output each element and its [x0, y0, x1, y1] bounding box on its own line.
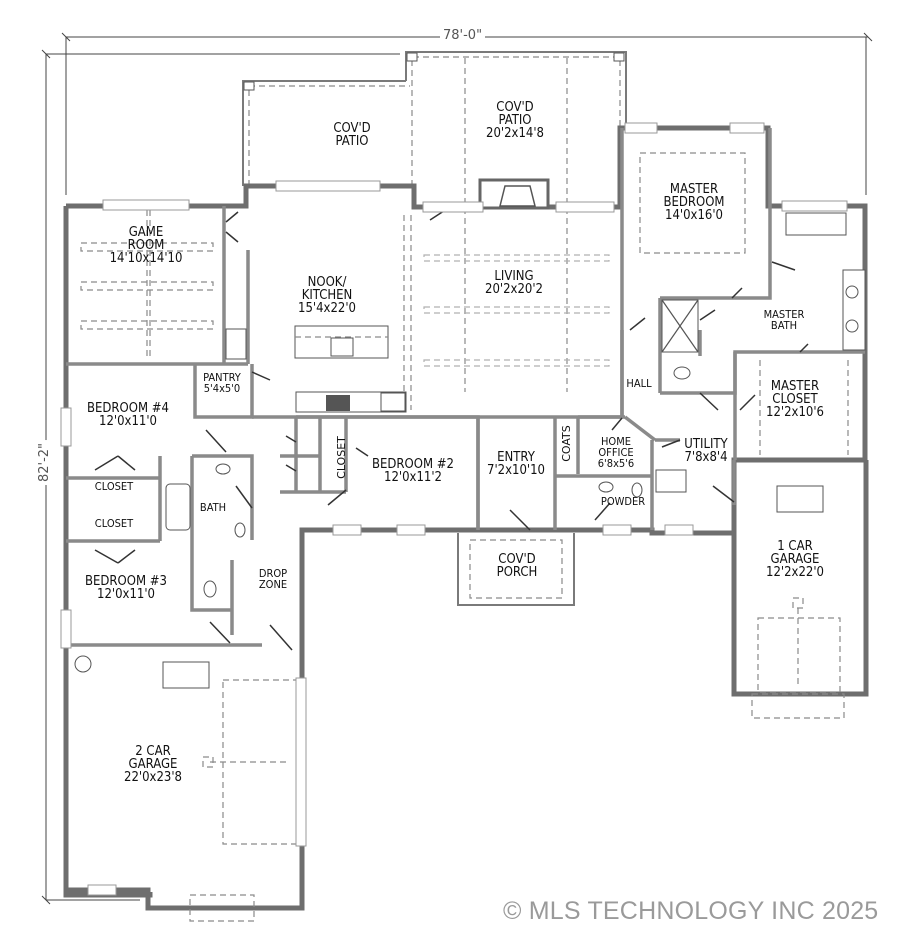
covered-patio-left-outline — [242, 80, 410, 186]
room-size: 12'0x11'0 — [99, 414, 157, 429]
ceiling-dashes — [80, 152, 849, 455]
covered-porch-outline — [457, 533, 575, 606]
room-name: ZONE — [258, 578, 288, 591]
room-name: 2 CAR — [135, 744, 171, 759]
room-name: MASTER — [669, 182, 719, 197]
room-name: PATIO — [498, 113, 532, 128]
room-size: 5'4x5'0 — [203, 382, 241, 395]
room-name: 1 CAR — [777, 539, 813, 554]
room-size: 22'0x23'8 — [124, 770, 182, 785]
room-size: 15'4x22'0 — [298, 301, 356, 316]
windows — [60, 122, 848, 896]
room-nook-kitchen: NOOK/ KITCHEN 15'4x22'0 — [298, 276, 356, 315]
room-size: 14'0x16'0 — [665, 208, 723, 223]
room-name: MASTER — [763, 308, 805, 321]
room-size: 14'10x14'10 — [109, 251, 183, 266]
room-size: 12'2x22'0 — [766, 565, 824, 580]
room-coats: COATS — [559, 425, 573, 462]
room-covd-patio-left: COV'D PATIO — [333, 122, 370, 148]
room-name: DROP — [258, 567, 288, 580]
room-drop-zone: DROP ZONE — [259, 568, 287, 590]
room-size: 20'2x20'2 — [485, 282, 543, 297]
room-name: COV'D — [496, 100, 534, 115]
room-size: 12'2x10'6 — [766, 405, 824, 420]
interior-walls — [66, 128, 865, 647]
room-game-room: GAME ROOM 14'10x14'10 — [110, 226, 183, 265]
room-bath: BATH — [200, 502, 226, 513]
garage-1car-features — [751, 485, 845, 719]
room-size: 20'2x14'8 — [486, 126, 544, 141]
room-name: NOOK/ — [307, 275, 347, 290]
bath-fixtures — [165, 463, 687, 598]
room-name: ROOM — [127, 238, 165, 253]
garage-2car-features — [74, 655, 307, 922]
depth-dimension-label: 82'-2" — [37, 439, 53, 486]
room-powder: POWDER — [601, 496, 645, 507]
room-name: MASTER — [770, 379, 820, 394]
room-covd-patio-main: COV'D PATIO 20'2x14'8 — [486, 101, 544, 140]
room-closet-2: CLOSET — [95, 518, 133, 529]
room-name: PORCH — [496, 565, 538, 580]
room-name: HOME — [600, 435, 632, 448]
room-name: BATH — [199, 501, 227, 514]
room-closet-1: CLOSET — [95, 481, 133, 492]
kitchen-island — [294, 325, 407, 413]
master-bath-fixtures — [661, 212, 866, 380]
room-master-bath: MASTER BATH — [764, 309, 805, 331]
room-name: LIVING — [494, 269, 534, 284]
room-name: BATH — [770, 319, 798, 332]
room-name: POWDER — [600, 495, 646, 508]
room-utility: UTILITY 7'8x8'4 — [684, 438, 727, 464]
room-size: 7'8x8'4 — [684, 450, 728, 465]
room-name: GARAGE — [770, 552, 820, 567]
room-closet-bedroom-2: CLOSET — [334, 436, 348, 479]
room-entry: ENTRY 7'2x10'10 — [487, 451, 545, 477]
room-size: 12'0x11'2 — [384, 470, 442, 485]
room-garage-1car: 1 CAR GARAGE 12'2x22'0 — [766, 540, 824, 579]
room-name: BEDROOM — [663, 195, 725, 210]
room-name: HALL — [626, 377, 652, 390]
room-name: COV'D — [498, 552, 536, 567]
room-name: CLOSET — [94, 517, 134, 530]
room-pantry: PANTRY 5'4x5'0 — [203, 372, 241, 394]
room-name: PATIO — [335, 134, 369, 149]
room-name: CLOSET — [94, 480, 134, 493]
room-master-bedroom: MASTER BEDROOM 14'0x16'0 — [663, 183, 724, 222]
room-name: ENTRY — [497, 450, 535, 465]
room-bedroom-2: BEDROOM #2 12'0x11'2 — [372, 458, 454, 484]
covered-patio-main-outline — [405, 51, 627, 392]
room-name: GARAGE — [128, 757, 178, 772]
room-name: KITCHEN — [301, 288, 353, 303]
room-home-office: HOME OFFICE 6'8x5'6 — [598, 436, 634, 469]
exterior-walls — [63, 125, 869, 911]
room-size: 6'8x5'6 — [597, 457, 635, 470]
room-name: BEDROOM #4 — [87, 401, 169, 416]
room-name: OFFICE — [598, 446, 634, 459]
room-name: UTILITY — [684, 437, 728, 452]
room-name: CLOSET — [772, 392, 818, 407]
room-name: BEDROOM #3 — [85, 574, 167, 589]
copyright-watermark: © MLS TECHNOLOGY INC 2025 — [503, 897, 879, 925]
room-bedroom-4: BEDROOM #4 12'0x11'0 — [87, 402, 169, 428]
room-hall: HALL — [626, 378, 651, 389]
room-master-closet: MASTER CLOSET 12'2x10'6 — [766, 380, 824, 419]
room-size: 7'2x10'10 — [487, 463, 545, 478]
room-name: COV'D — [333, 121, 371, 136]
doors — [94, 211, 809, 651]
width-dimension-label: 78'-0" — [440, 28, 486, 43]
room-covd-porch: COV'D PORCH — [497, 553, 538, 579]
room-name: BEDROOM #2 — [372, 457, 454, 472]
room-garage-2car: 2 CAR GARAGE 22'0x23'8 — [124, 745, 182, 784]
room-name: GAME — [128, 225, 164, 240]
fireplace — [429, 178, 550, 221]
room-living: LIVING 20'2x20'2 — [485, 270, 543, 296]
room-bedroom-3: BEDROOM #3 12'0x11'0 — [85, 575, 167, 601]
room-name: PANTRY — [203, 371, 241, 384]
room-size: 12'0x11'0 — [97, 587, 155, 602]
